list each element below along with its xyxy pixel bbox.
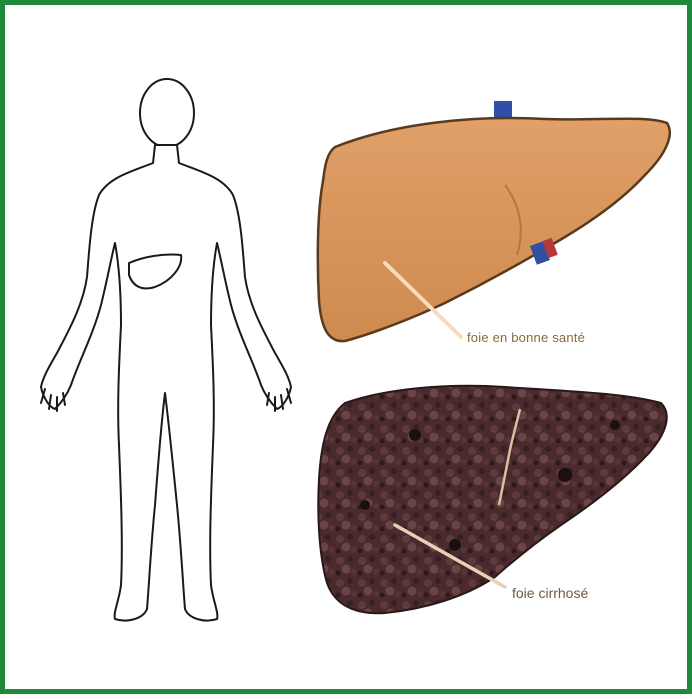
illustration (5, 5, 692, 699)
cirrhotic-liver (318, 386, 666, 613)
healthy-liver-label: foie en bonne santé (467, 330, 585, 345)
cirrhotic-liver-label: foie cirrhosé (512, 585, 588, 601)
healthy-liver (318, 101, 670, 341)
human-body-outline (41, 79, 291, 621)
